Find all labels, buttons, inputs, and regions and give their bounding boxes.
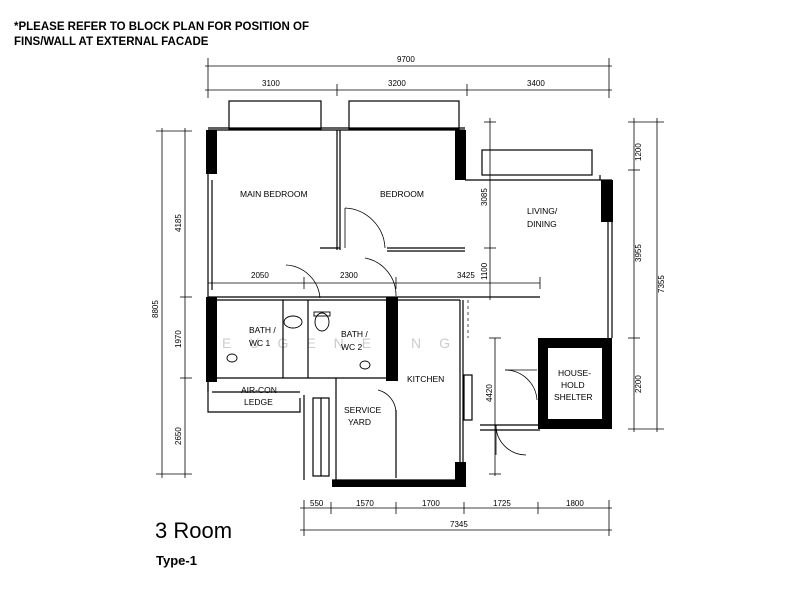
room-shelter-line-1: HOUSE- [558,368,591,378]
dim-left-total: 8805 [151,300,160,318]
dimension-lines [156,58,664,536]
room-service-yard-line-2: YARD [348,417,371,427]
room-bath-2-line-2: WC 2 [341,342,363,352]
dim-mid-3: 3425 [457,271,475,280]
dim-bottom-2: 1570 [356,499,374,508]
room-bath-1-line-1: BATH / [249,325,276,335]
dim-top-total: 9700 [397,55,415,64]
dim-top-3: 3400 [527,79,545,88]
plan-subtitle: Type-1 [156,553,197,568]
dim-bottom-3: 1700 [422,499,440,508]
dim-right-total: 7355 [657,275,666,293]
thin-walls [207,100,613,481]
plan-title: 3 Room [155,518,233,543]
room-shelter-line-2: HOLD [561,380,585,390]
dim-bottom-5: 1800 [566,499,584,508]
dim-vertical-3085: 3085 [480,188,489,206]
dim-left-1: 4185 [174,214,183,232]
dim-vertical-1100: 1100 [480,262,489,280]
room-kitchen: KITCHEN [407,374,444,384]
room-bath-1-line-2: WC 1 [249,338,271,348]
structural-columns [206,130,613,487]
dim-top-1: 3100 [262,79,280,88]
dim-right-2: 3955 [634,244,643,262]
dim-mid-1: 2050 [251,271,269,280]
facade-note-line-1: *PLEASE REFER TO BLOCK PLAN FOR POSITION… [14,21,309,33]
dim-right-3: 2200 [634,375,643,393]
dim-left-3: 2650 [174,427,183,445]
dim-bottom-4: 1725 [493,499,511,508]
room-bath-2-line-1: BATH / [341,329,368,339]
dim-vertical-4420: 4420 [485,384,494,402]
room-service-yard-line-1: SERVICE [344,405,381,415]
dim-bottom-total: 7345 [450,520,468,529]
room-aircon-line-2: LEDGE [244,397,273,407]
room-shelter-line-3: SHELTER [554,392,593,402]
dashed-lines [440,299,469,338]
room-main-bedroom: MAIN BEDROOM [240,189,308,199]
dim-top-2: 3200 [388,79,406,88]
room-living-line-1: LIVING/ [527,206,558,216]
room-living-line-2: DINING [527,219,557,229]
room-aircon-line-1: AIR-CON [241,385,277,395]
room-bedroom: BEDROOM [380,189,424,199]
facade-note-line-2: FINS/WALL AT EXTERNAL FACADE [14,36,209,48]
facade-note: *PLEASE REFER TO BLOCK PLAN FOR POSITION… [14,20,374,50]
dim-left-2: 1970 [174,330,183,348]
dim-mid-2: 2300 [340,271,358,280]
dim-bottom-1: 550 [310,499,324,508]
dim-right-1: 1200 [634,143,643,161]
fixtures [226,311,371,370]
door-swings [285,207,538,456]
